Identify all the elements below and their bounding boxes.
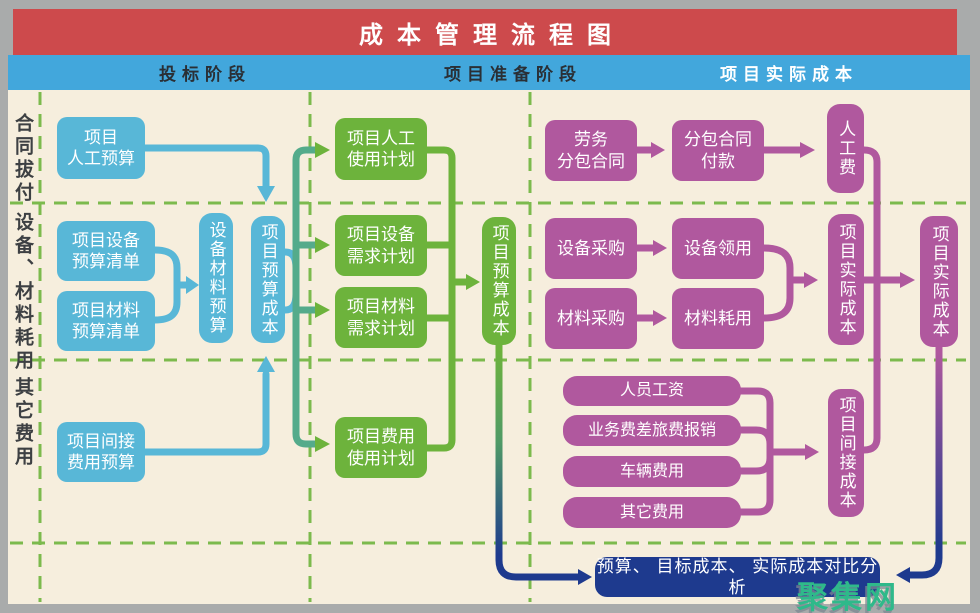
box-project-budget-cost-teal: 项目预算成本 bbox=[251, 216, 285, 343]
row-label-other: 其它费用 bbox=[12, 377, 33, 469]
box-equip-budget-list: 项目设备 预算清单 bbox=[57, 221, 155, 281]
phase-preparation: 项目准备阶段 bbox=[444, 65, 582, 84]
connector-layer bbox=[10, 92, 966, 602]
connector-laborcost-down bbox=[860, 146, 881, 284]
box-other-expense: 其它费用 bbox=[563, 497, 741, 528]
connector-usage-merge bbox=[760, 244, 808, 322]
box-labor-cost: 人工费 bbox=[827, 104, 864, 193]
box-equip-requisition: 设备领用 bbox=[672, 218, 764, 279]
box-actual-cost-1: 项目实际成本 bbox=[828, 214, 864, 345]
banner: 成本管理流程图 bbox=[13, 9, 957, 55]
trunk-plans-to-budget-cost bbox=[423, 146, 470, 452]
box-expense-use-plan: 项目费用 使用计划 bbox=[335, 417, 427, 478]
connector-budget-to-comparison bbox=[495, 341, 582, 581]
phase-bidding: 投标阶段 bbox=[159, 65, 251, 84]
box-material-demand-plan: 项目材料 需求计划 bbox=[335, 287, 427, 348]
connector-actual-to-comparison bbox=[906, 343, 943, 579]
box-indirect-expense-budget: 项目间接 费用预算 bbox=[57, 422, 145, 482]
box-labor-use-plan: 项目人工 使用计划 bbox=[335, 118, 427, 180]
box-subcontract-payment: 分包合同 付款 bbox=[672, 120, 764, 181]
box-labor-subcontract: 劳务 分包合同 bbox=[545, 120, 637, 181]
box-business-travel-expense: 业务费差旅费报销 bbox=[563, 415, 741, 446]
trunk-budget-to-plans bbox=[292, 146, 319, 448]
flow-connectors bbox=[141, 142, 943, 585]
box-project-budget-cost-green: 项目预算成本 bbox=[482, 217, 516, 345]
connector-lists-merge bbox=[151, 246, 190, 324]
page-title: 成本管理流程图 bbox=[359, 21, 625, 49]
diagram-canvas bbox=[8, 90, 970, 604]
watermark: 聚集网 bbox=[797, 580, 899, 613]
box-material-purchase: 材料采购 bbox=[545, 288, 637, 349]
connector-overhead-merge bbox=[737, 387, 809, 516]
box-vehicle-expense: 车辆费用 bbox=[563, 456, 741, 487]
box-material-budget-list: 项目材料 预算清单 bbox=[57, 291, 155, 351]
grid-dashed-lines bbox=[10, 92, 966, 602]
row-label-contract: 合同拔付 bbox=[12, 113, 33, 205]
phase-actual-cost: 项目实际成本 bbox=[720, 65, 858, 84]
row-label-equipment-material: 设备、材料耗用 bbox=[12, 212, 33, 373]
phase-bar: 投标阶段 项目准备阶段 项目实际成本 bbox=[8, 55, 970, 90]
connector-indirectcost-up bbox=[860, 276, 881, 454]
box-labor-budget: 项目 人工预算 bbox=[57, 117, 145, 179]
box-equip-material-budget: 设备材料预算 bbox=[199, 213, 233, 343]
box-indirect-cost: 项目间接成本 bbox=[828, 389, 864, 517]
connector-indirect-budget-to-budget-cost bbox=[141, 370, 270, 456]
box-actual-cost-2: 项目实际成本 bbox=[920, 216, 958, 347]
box-equip-demand-plan: 项目设备 需求计划 bbox=[335, 215, 427, 276]
box-equip-purchase: 设备采购 bbox=[545, 218, 637, 279]
box-material-consumption: 材料耗用 bbox=[672, 288, 764, 349]
connector-labor-budget-to-budget-cost bbox=[141, 144, 270, 190]
box-staff-salary: 人员工资 bbox=[563, 376, 741, 406]
box-comparison-analysis: 预算、 目标成本、 实际成本对比分析 bbox=[595, 556, 880, 597]
